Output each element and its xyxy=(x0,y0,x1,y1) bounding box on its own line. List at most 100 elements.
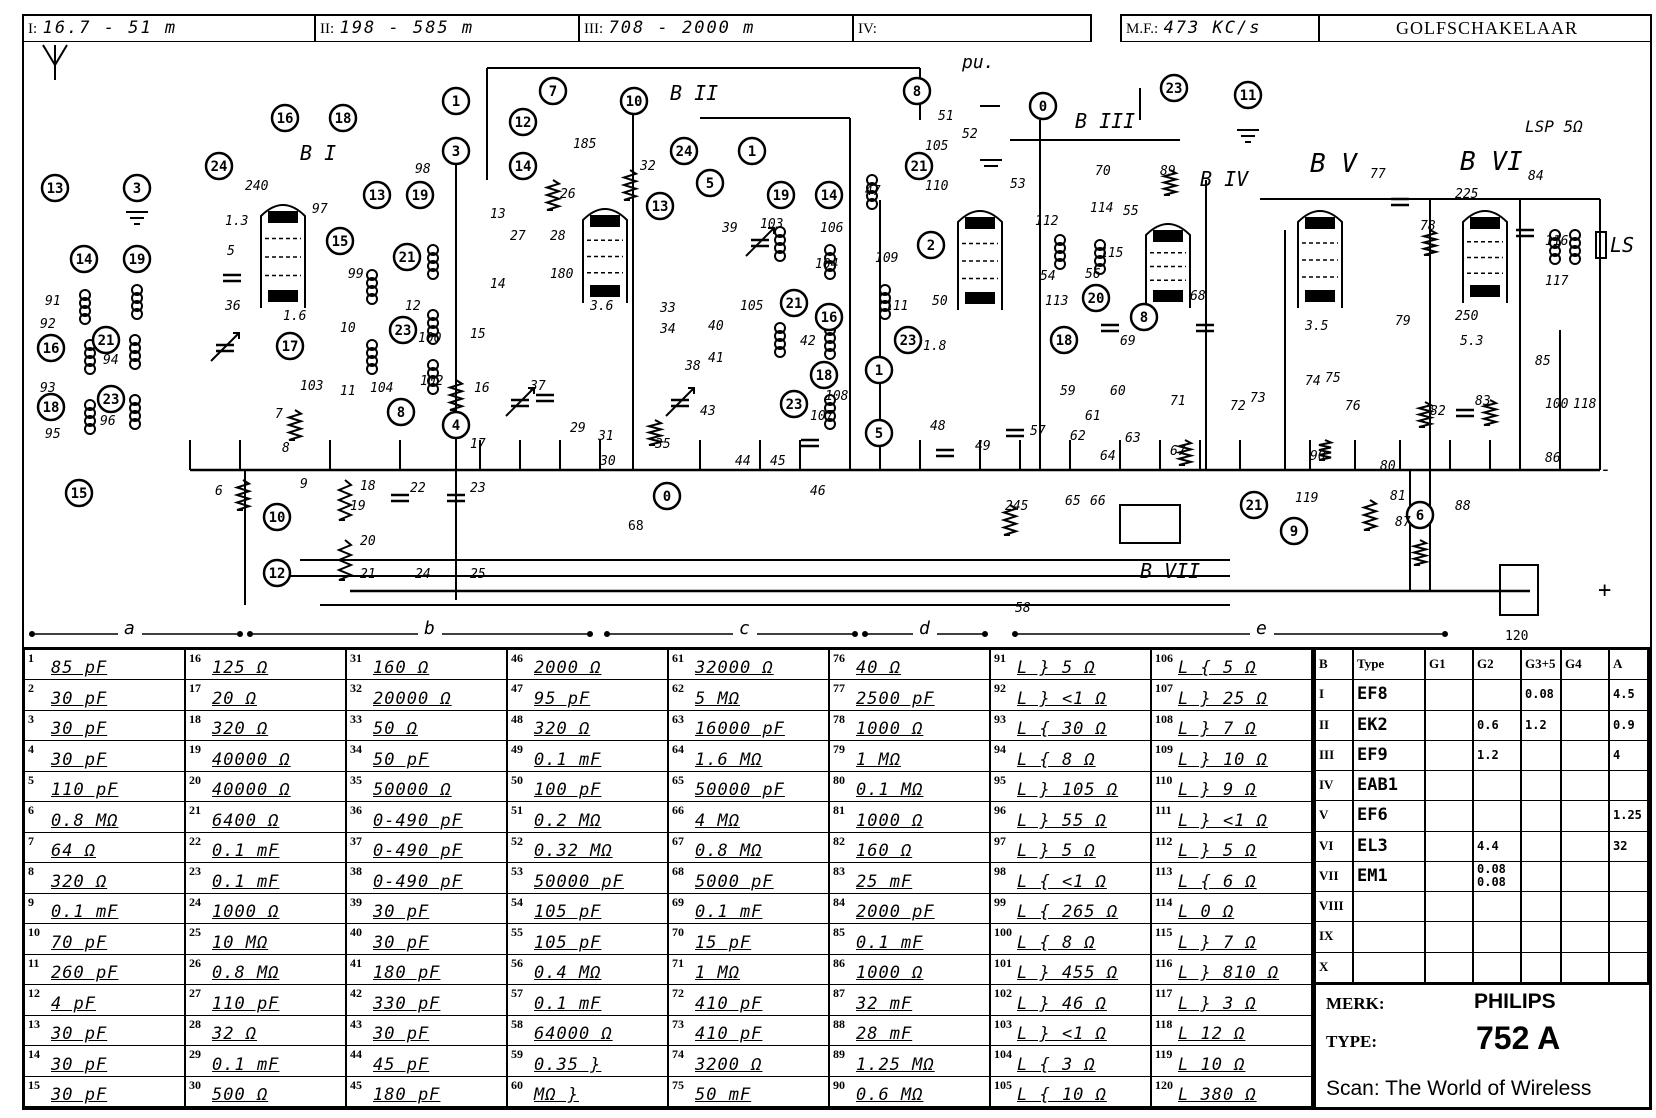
part-number: 20 xyxy=(189,772,201,787)
tube-current: 4.4 xyxy=(1474,831,1522,862)
terminal-circle xyxy=(386,397,416,427)
band-2-key: II: xyxy=(320,21,335,37)
component-label: 245 xyxy=(1005,499,1029,514)
part-number: 13 xyxy=(28,1016,40,1031)
component-label: 46 xyxy=(810,484,826,499)
tube-current xyxy=(1426,771,1474,802)
tube-type xyxy=(1354,922,1426,953)
tube-current xyxy=(1474,771,1522,802)
part-number: 99 xyxy=(994,894,1006,909)
part-value: 0.1 mF xyxy=(212,841,280,862)
part-value: 0.35 } xyxy=(534,1054,602,1075)
part-number: 84 xyxy=(833,894,845,909)
component-label: 75 xyxy=(1325,371,1341,386)
coil-symbol xyxy=(1094,247,1106,259)
terminal-label: 12 xyxy=(269,566,286,582)
part-value: 1000 Ω xyxy=(856,810,924,831)
tube-cathode xyxy=(268,290,298,302)
part-value: 105 pF xyxy=(534,932,602,953)
terminal-label: 18 xyxy=(816,368,833,384)
terminal-label: 16 xyxy=(43,341,60,357)
part-number: 95 xyxy=(994,772,1006,787)
tube-current xyxy=(1610,922,1649,953)
speaker-short-label: LS xyxy=(1610,233,1634,257)
terminal-label: 9 xyxy=(1290,524,1298,540)
terminal-label: 24 xyxy=(676,144,693,160)
tube-current xyxy=(1426,952,1474,983)
part-number: 17 xyxy=(189,681,201,696)
component-label: 67 xyxy=(1170,444,1186,459)
tube-current xyxy=(1426,922,1474,953)
terminal-label: 21 xyxy=(98,333,115,349)
part-number: 117 xyxy=(1155,986,1173,1001)
part-number: 41 xyxy=(350,955,362,970)
component-label: 71 xyxy=(1170,394,1186,409)
component-label: 185 xyxy=(573,137,597,152)
part-number: 98 xyxy=(994,864,1006,879)
tube-envelope xyxy=(1297,210,1343,308)
part-value: 85 pF xyxy=(51,658,108,679)
terminal-label: 0 xyxy=(663,489,671,505)
part-number: 57 xyxy=(511,986,523,1001)
terminal-label: 15 xyxy=(332,234,349,250)
tube-table-header: B xyxy=(1316,650,1354,681)
coil-symbol xyxy=(366,339,378,351)
component-label: 104 xyxy=(370,381,393,396)
part-value: 2500 pF xyxy=(856,688,935,709)
terminal-label: 2 xyxy=(927,238,935,254)
part-number: 50 xyxy=(511,772,523,787)
terminal-label: 1 xyxy=(748,144,756,160)
part-value: 1000 Ω xyxy=(856,719,924,740)
tube-type: EAB1 xyxy=(1354,771,1426,802)
component-label: 33 xyxy=(659,301,676,316)
part-number: 30 xyxy=(189,1077,201,1092)
component-label: 41 xyxy=(708,351,724,366)
component-label: 107 xyxy=(810,409,834,424)
part-number: 14 xyxy=(28,1047,40,1062)
part-value: 0.4 MΩ xyxy=(534,963,602,984)
terminal-circle xyxy=(902,76,932,106)
terminal-circle xyxy=(1049,325,1079,355)
part-value: 1.25 MΩ xyxy=(856,1054,935,1075)
coil-symbol xyxy=(1569,229,1581,241)
resistor-symbol xyxy=(1175,439,1195,466)
section-endpoint xyxy=(29,631,35,637)
part-value: 50 Ω xyxy=(373,719,418,740)
ground-icon xyxy=(126,211,148,225)
terminal-circle xyxy=(669,136,699,166)
tube-label: B I xyxy=(300,141,336,165)
terminal-circle xyxy=(1159,73,1189,103)
terminal-circle xyxy=(864,418,894,448)
part-value: 0.1 mF xyxy=(695,902,763,923)
part-value: 0.1 mF xyxy=(534,993,602,1014)
part-value: L } 7 Ω xyxy=(1178,932,1257,953)
part-value: 50 mF xyxy=(695,1085,752,1105)
terminal-label: 21 xyxy=(911,159,928,175)
coil-symbol xyxy=(427,325,439,337)
terminal-label: 4 xyxy=(452,418,460,434)
component-label: 112 xyxy=(1035,214,1059,229)
tube-cathode xyxy=(965,292,995,304)
part-value: 0.6 MΩ xyxy=(856,1085,924,1105)
component-label: 47 xyxy=(865,184,881,199)
component-label: 102 xyxy=(420,374,444,389)
